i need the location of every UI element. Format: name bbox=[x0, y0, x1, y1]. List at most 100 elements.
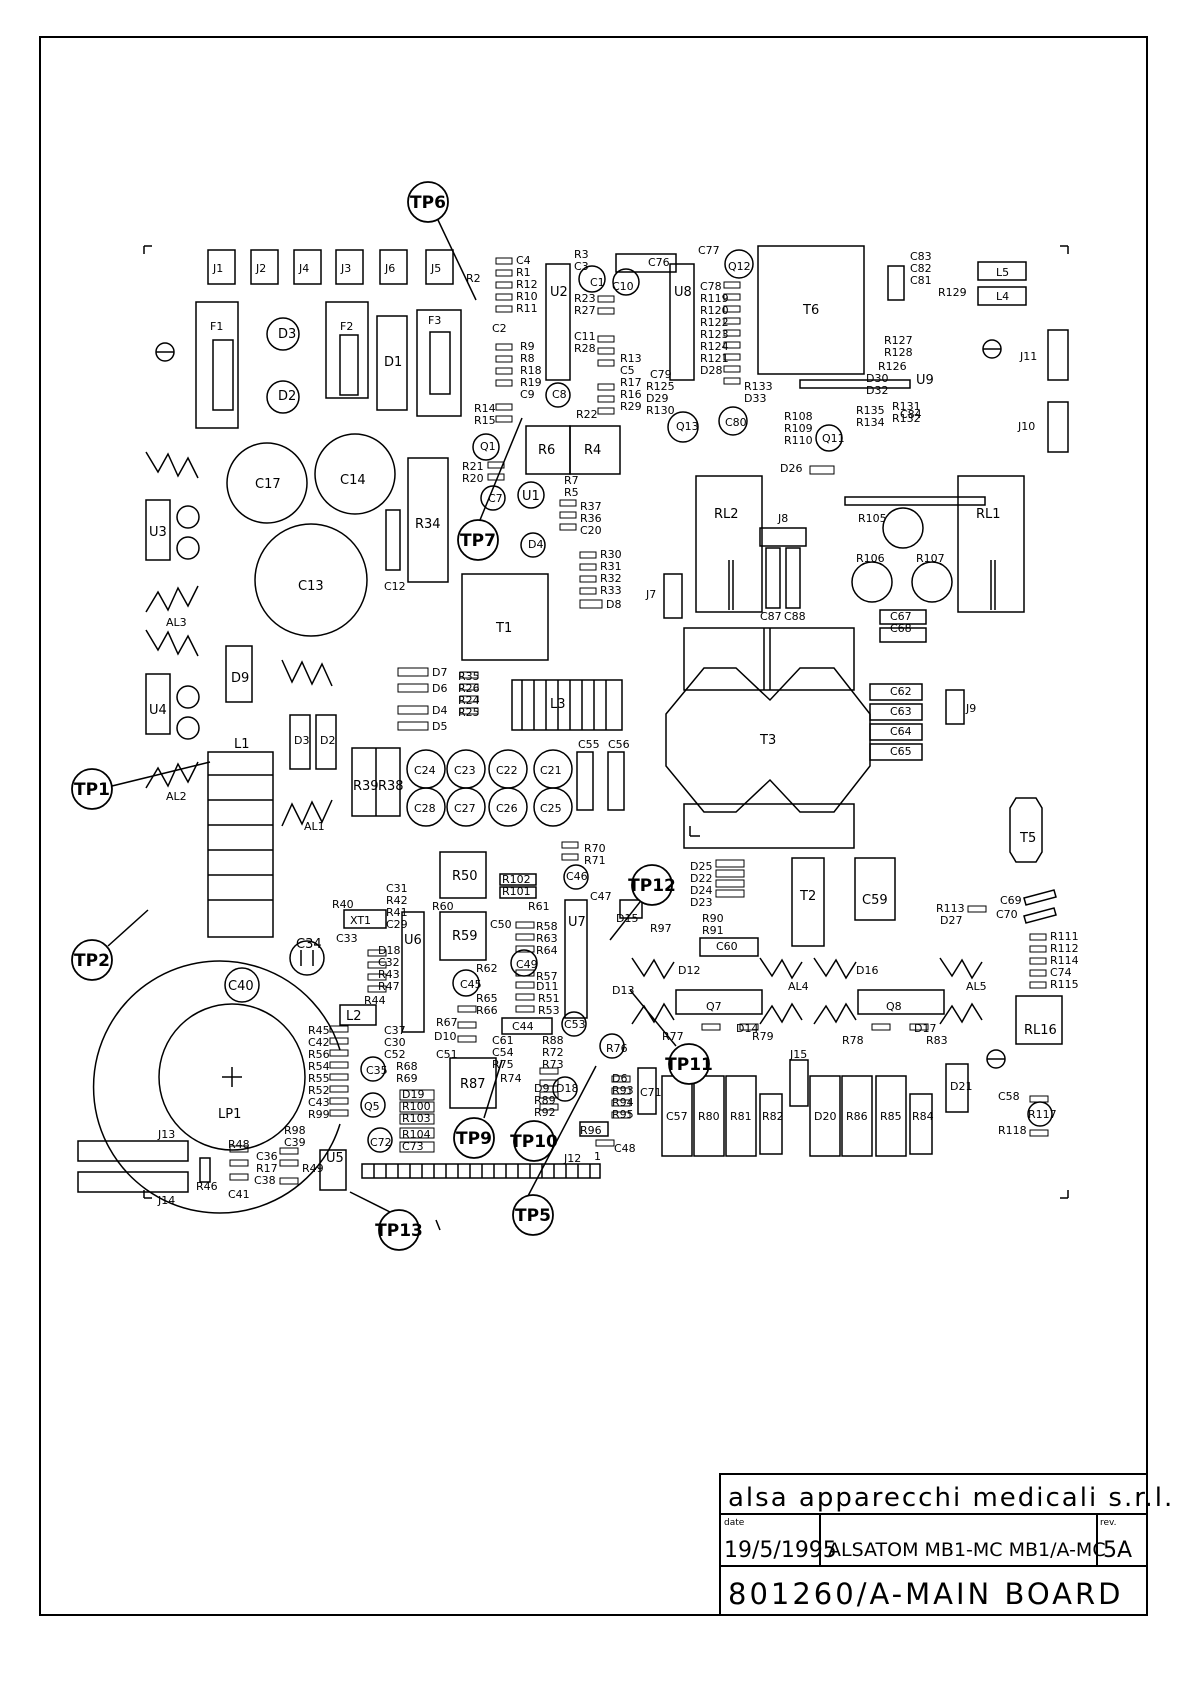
part-label: C10 bbox=[612, 280, 634, 293]
part-label: R129 bbox=[938, 286, 967, 299]
part-label: R41 bbox=[386, 906, 408, 919]
part-label: R12 bbox=[516, 278, 538, 291]
lower-left-cluster: R40C31R42R41C29XT1C33D18C32R43R47R44R45C… bbox=[196, 882, 1057, 1201]
part-label: D6 bbox=[612, 1072, 627, 1085]
part-label: R77 bbox=[662, 1030, 684, 1043]
tp5-label: TP5 bbox=[515, 1206, 551, 1226]
part-label: Q13 bbox=[676, 420, 699, 433]
part-label: R18 bbox=[520, 364, 542, 377]
revision: 5A bbox=[1103, 1538, 1132, 1563]
part-label: R26 bbox=[458, 682, 480, 695]
part-label: D20 bbox=[814, 1110, 836, 1123]
part-label: R2 bbox=[466, 272, 481, 285]
part-label: D7 bbox=[432, 666, 447, 679]
part-label: C58 bbox=[998, 1090, 1020, 1103]
part-label: L2 bbox=[346, 1009, 362, 1024]
part-label: R124 bbox=[700, 340, 729, 353]
part-label: C39 bbox=[284, 1136, 306, 1149]
part-label: R10 bbox=[516, 290, 538, 303]
part-label: R127 bbox=[884, 334, 913, 347]
tp7-label: TP7 bbox=[460, 531, 496, 551]
part-label: J4 bbox=[298, 262, 309, 275]
part-label: R110 bbox=[784, 434, 813, 447]
part-label: D8 bbox=[606, 598, 621, 611]
part-label: R81 bbox=[730, 1110, 752, 1123]
corner-ticks bbox=[143, 245, 1069, 1199]
part-label: R92 bbox=[534, 1106, 556, 1119]
part-label: R44 bbox=[364, 994, 386, 1007]
part-label: U2 bbox=[550, 285, 568, 300]
part-label: R89 bbox=[534, 1094, 556, 1107]
part-label: R88 bbox=[542, 1034, 564, 1047]
part-label: RL16 bbox=[1024, 1023, 1057, 1038]
part-label: F1 bbox=[210, 320, 223, 333]
part-label: R27 bbox=[574, 304, 596, 317]
part-label: T3 bbox=[759, 733, 776, 748]
part-label: R119 bbox=[700, 292, 729, 305]
part-label: C26 bbox=[496, 802, 518, 815]
part-label: R121 bbox=[700, 352, 729, 365]
part-label: D27 bbox=[940, 914, 962, 927]
part-label: R8 bbox=[520, 352, 535, 365]
part-label: D2 bbox=[278, 389, 296, 404]
part-label: C69 bbox=[1000, 894, 1022, 907]
part-label: C77 bbox=[698, 244, 720, 257]
part-label: R13 bbox=[620, 352, 642, 365]
part-label: L3 bbox=[550, 697, 566, 712]
part-label: R85 bbox=[880, 1110, 902, 1123]
part-label: R100 bbox=[402, 1100, 431, 1113]
part-label: R55 bbox=[308, 1072, 330, 1085]
part-label: C61 bbox=[492, 1034, 514, 1047]
part-label: C52 bbox=[384, 1048, 406, 1061]
part-label: AL4 bbox=[788, 980, 809, 993]
part-label: R108 bbox=[784, 410, 813, 423]
part-label: R24 bbox=[458, 694, 480, 707]
part-label: D19 bbox=[402, 1088, 424, 1101]
tp6-label: TP6 bbox=[410, 193, 446, 213]
part-label: U8 bbox=[674, 285, 692, 300]
part-label: R90 bbox=[702, 912, 724, 925]
part-label: C72 bbox=[370, 1136, 392, 1149]
part-label: R32 bbox=[600, 572, 622, 585]
part-label: R28 bbox=[574, 342, 596, 355]
part-label: R38 bbox=[378, 779, 404, 794]
part-label: R99 bbox=[308, 1108, 330, 1121]
part-label: R1 bbox=[516, 266, 531, 279]
part-label: D13 bbox=[612, 984, 634, 997]
part-label: R46 bbox=[196, 1180, 218, 1193]
sheet-border bbox=[39, 36, 1148, 1616]
part-label: R29 bbox=[620, 400, 642, 413]
part-label: C76 bbox=[648, 256, 670, 269]
part-label: R65 bbox=[476, 992, 498, 1005]
part-label: R91 bbox=[702, 924, 724, 937]
right-top-cluster: C78R119R120R122R123R124R121D28C79R125D29… bbox=[646, 250, 967, 758]
part-label: C68 bbox=[890, 622, 912, 635]
part-label: R105 bbox=[858, 512, 887, 525]
part-label: R52 bbox=[308, 1084, 330, 1097]
part-label: R126 bbox=[878, 360, 907, 373]
tp13-bubble bbox=[378, 1209, 420, 1251]
part-label: D12 bbox=[678, 964, 700, 977]
part-label: R62 bbox=[476, 962, 498, 975]
part-label: C49 bbox=[516, 958, 538, 971]
tp5-bubble bbox=[512, 1194, 554, 1236]
test-point-labels: TP6 TP7 TP1 TP2 TP12 TP11 TP9 TP10 TP5 T… bbox=[74, 193, 713, 1241]
part-label: C71 bbox=[640, 1086, 662, 1099]
part-label: U9 bbox=[916, 373, 934, 388]
part-label: J6 bbox=[384, 262, 395, 275]
part-label: D16 bbox=[856, 964, 878, 977]
tp13-label: TP13 bbox=[375, 1221, 423, 1241]
part-label: R50 bbox=[452, 869, 478, 884]
part-label: R9 bbox=[520, 340, 535, 353]
tp6-bubble bbox=[407, 181, 449, 223]
part-label: R60 bbox=[432, 900, 454, 913]
part-label: D9 bbox=[534, 1082, 549, 1095]
part-label: R112 bbox=[1050, 942, 1079, 955]
part-label: R57 bbox=[536, 970, 558, 983]
part-label: C29 bbox=[386, 918, 408, 931]
part-label: T1 bbox=[495, 621, 512, 636]
part-label: J5 bbox=[430, 262, 441, 275]
part-label: R3 bbox=[574, 248, 589, 261]
part-label: C78 bbox=[700, 280, 722, 293]
